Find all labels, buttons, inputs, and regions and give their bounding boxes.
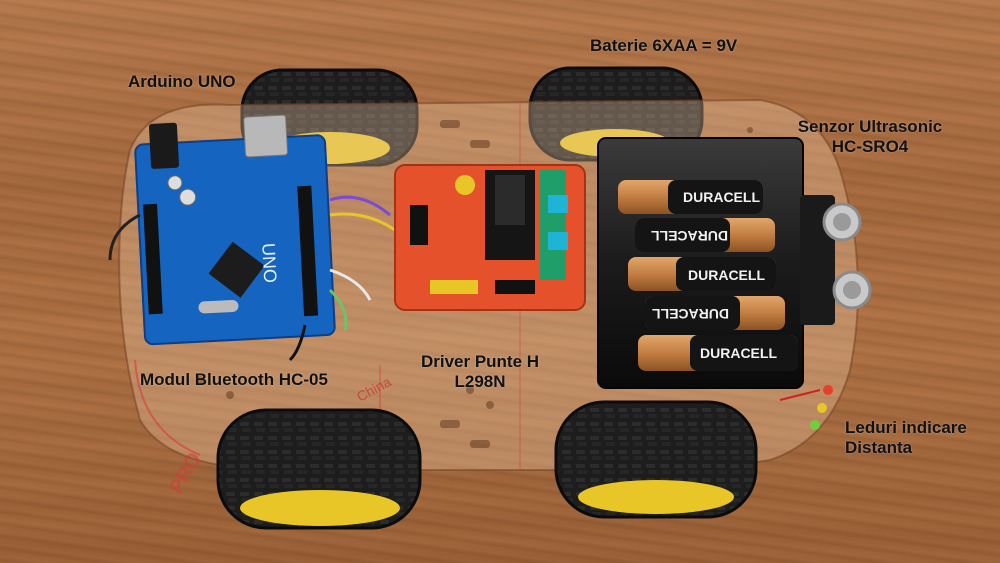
label-ultrasonic-sensor: Senzor Ultrasonic HC-SRO4 xyxy=(776,117,964,157)
label-arduino-uno: Arduino UNO xyxy=(128,72,236,91)
label-leds: Leduri indicare Distanta xyxy=(845,418,967,458)
label-ultrasonic-line1: Senzor Ultrasonic xyxy=(797,117,943,136)
battery-cells xyxy=(618,180,798,371)
label-driver-line1: Driver Punte H xyxy=(420,352,540,371)
battery-brand-4: DURACELL xyxy=(652,306,729,322)
wheel-bottom-left xyxy=(216,408,422,530)
label-ultrasonic-line2: HC-SRO4 xyxy=(831,137,909,156)
battery-brand-5: DURACELL xyxy=(700,345,777,361)
label-hbridge-driver: Driver Punte H L298N xyxy=(415,352,545,392)
label-battery: Baterie 6XAA = 9V xyxy=(590,36,738,55)
label-driver-line2: L298N xyxy=(454,372,506,391)
battery-brand-3: DURACELL xyxy=(688,267,765,283)
battery-brand-1: DURACELL xyxy=(683,189,760,205)
indicator-leds xyxy=(779,385,833,430)
label-bluetooth-module: Modul Bluetooth HC-05 xyxy=(140,370,328,389)
label-leds-line2: Distanta xyxy=(845,438,913,457)
uno-silkscreen: UNO xyxy=(258,242,280,283)
arduino-board: UNO xyxy=(134,114,336,346)
chassis-holes xyxy=(196,120,773,448)
ultrasonic-sensor xyxy=(800,195,872,325)
label-leds-line1: Leduri indicare xyxy=(845,418,967,437)
wheel-bottom-right xyxy=(554,400,758,519)
battery-brand-2: DURACELL xyxy=(651,228,728,244)
l298n-driver-board xyxy=(394,164,586,311)
jumper-wires xyxy=(108,195,396,362)
